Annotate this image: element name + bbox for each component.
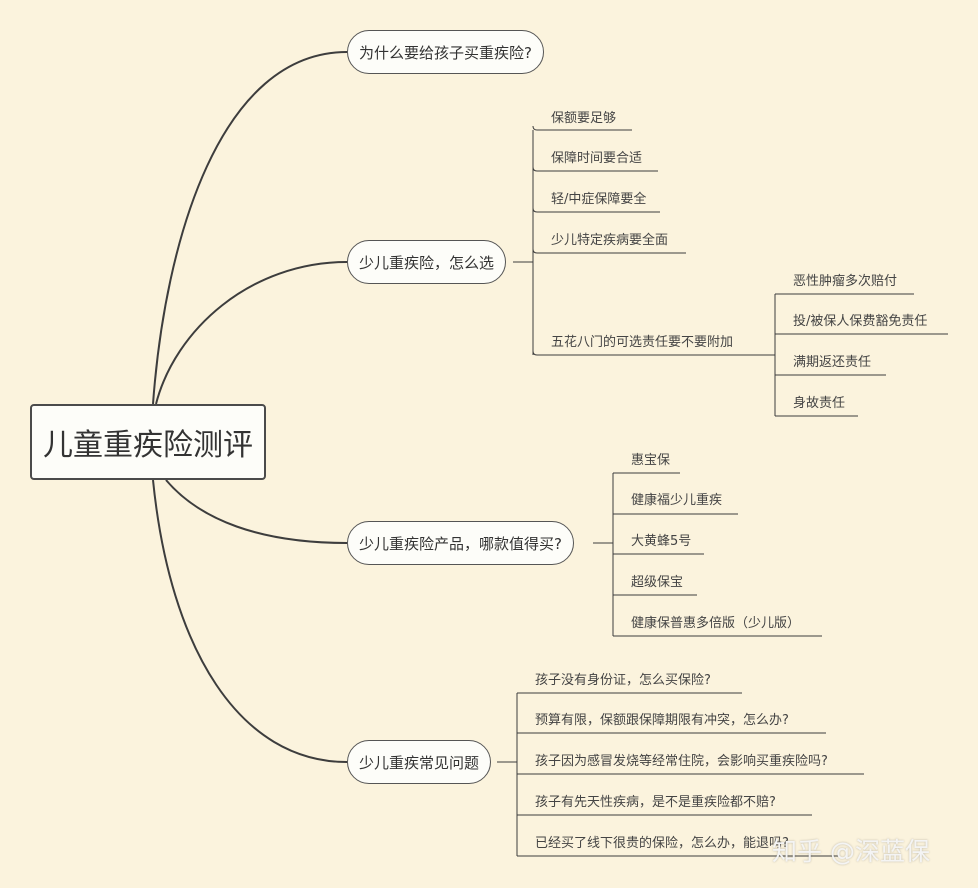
branch-label: 少儿重疾常见问题 [359, 753, 480, 772]
branch-faq[interactable]: 少儿重疾常见问题 [347, 740, 492, 784]
subtopic-coverage-period[interactable]: 保障时间要合适 [551, 150, 642, 168]
subtopic-label: 少儿特定疾病要全面 [551, 233, 669, 248]
product-label: 惠宝保 [631, 453, 671, 468]
branch-connector [165, 479, 348, 544]
product-label: 大黄蜂5号 [631, 534, 692, 549]
product-label: 健康保普惠多倍版（少儿版） [631, 616, 801, 631]
faq-3[interactable]: 孩子因为感冒发烧等经常住院，会影响买重疾险吗? [535, 753, 828, 771]
subtopic-label: 保障时间要合适 [551, 151, 643, 166]
faq-4[interactable]: 孩子有先天性疾病，是不是重疾险都不赔? [535, 794, 776, 812]
rider-death-benefit[interactable]: 身故责任 [793, 395, 845, 413]
central-topic[interactable]: 儿童重疾险测评 [30, 404, 266, 480]
rider-label: 投/被保人保费豁免责任 [793, 314, 928, 329]
branch-label: 为什么要给孩子买重疾险? [359, 43, 532, 62]
subtopic-child-disease[interactable]: 少儿特定疾病要全面 [551, 232, 668, 250]
rider-maturity-return[interactable]: 满期返还责任 [793, 354, 871, 372]
rider-cancer-multi[interactable]: 恶性肿瘤多次赔付 [793, 273, 897, 291]
faq-label: 孩子因为感冒发烧等经常住院，会影响买重疾险吗? [535, 754, 828, 769]
product-3[interactable]: 大黄蜂5号 [631, 533, 691, 551]
branch-how-to-choose[interactable]: 少儿重疾险，怎么选 [347, 240, 507, 284]
central-topic-label: 儿童重疾险测评 [43, 428, 253, 463]
product-1[interactable]: 惠宝保 [631, 452, 670, 470]
product-label: 健康福少儿重疾 [631, 493, 723, 508]
branch-label: 少儿重疾险产品，哪款值得买? [359, 534, 562, 553]
product-5[interactable]: 健康保普惠多倍版（少儿版） [631, 615, 800, 633]
subtopic-label: 轻/中症保障要全 [551, 192, 647, 207]
branch-why-buy[interactable]: 为什么要给孩子买重疾险? [347, 30, 544, 74]
child-connector [532, 166, 658, 172]
subtopic-label: 保额要足够 [551, 111, 617, 126]
product-4[interactable]: 超级保宝 [631, 574, 683, 592]
faq-label: 预算有限，保额跟保障期限有冲突，怎么办? [535, 713, 789, 728]
branch-connector [152, 479, 348, 763]
subtopic-label: 五花八门的可选责任要不要附加 [551, 335, 734, 350]
faq-2[interactable]: 预算有限，保额跟保障期限有冲突，怎么办? [535, 712, 789, 730]
branch-label: 少儿重疾险，怎么选 [359, 253, 495, 272]
subtopic-mild-coverage[interactable]: 轻/中症保障要全 [551, 191, 646, 209]
branch-connector [152, 51, 348, 405]
child-connector [532, 125, 632, 131]
rider-label: 满期返还责任 [793, 355, 872, 370]
faq-5[interactable]: 已经买了线下很贵的保险，怎么办，能退吗? [535, 835, 789, 853]
watermark: 知乎 @深蓝保 [772, 837, 930, 866]
product-label: 超级保宝 [631, 575, 684, 590]
rider-label: 身故责任 [793, 396, 846, 411]
faq-label: 孩子有先天性疾病，是不是重疾险都不赔? [535, 795, 776, 810]
child-connector [532, 350, 775, 356]
faq-label: 已经买了线下很贵的保险，怎么办，能退吗? [535, 836, 789, 851]
subtopic-optional-riders[interactable]: 五花八门的可选责任要不要附加 [551, 334, 733, 352]
product-2[interactable]: 健康福少儿重疾 [631, 492, 722, 510]
faq-label: 孩子没有身份证，怎么买保险? [535, 673, 711, 688]
branch-connector [155, 261, 348, 405]
child-connector [532, 248, 686, 254]
rider-label: 恶性肿瘤多次赔付 [793, 274, 898, 289]
rider-premium-waiver[interactable]: 投/被保人保费豁免责任 [793, 313, 927, 331]
branch-products[interactable]: 少儿重疾险产品，哪款值得买? [347, 521, 574, 565]
child-connector [532, 207, 660, 213]
faq-1[interactable]: 孩子没有身份证，怎么买保险? [535, 672, 711, 690]
subtopic-coverage-amount[interactable]: 保额要足够 [551, 110, 616, 128]
